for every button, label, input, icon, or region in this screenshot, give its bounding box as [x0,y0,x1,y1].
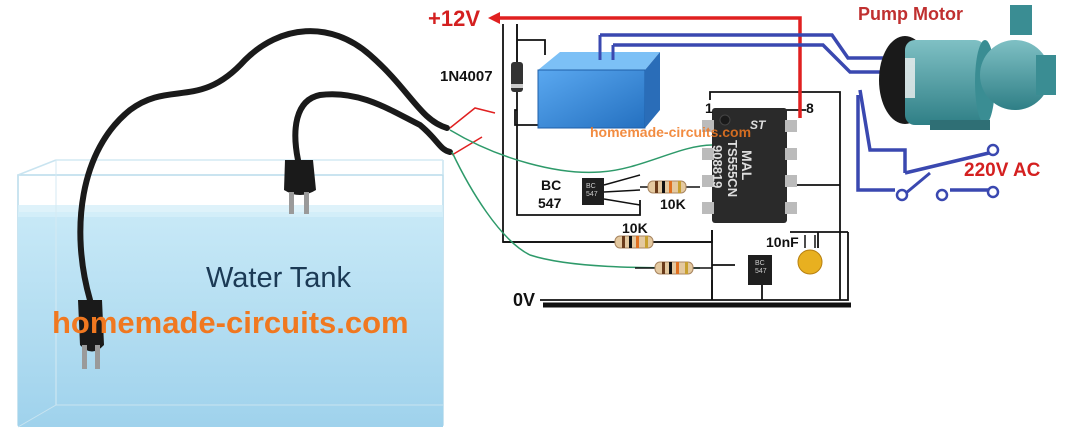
label-diode-1n4007: 1N4007 [440,68,493,85]
ic-marking-line1: MAL [739,150,755,181]
ic-marking-line2: TS555CN [725,140,740,198]
transistor-bc547-right [748,255,772,285]
label-plus12v: +12V [428,6,480,31]
label-220v-ac: 220V AC [964,160,1041,181]
label-ground-0v: 0V [513,290,536,310]
diode-1n4007 [511,24,523,92]
label-resistor-10k-upper: 10K [660,196,686,212]
watermark-small: homemade-circuits.com [590,124,752,140]
label-water-tank: Water Tank [206,262,352,294]
label-pin-8: 8 [806,100,814,116]
label-pin-1: 1 [705,100,713,116]
relay [537,35,660,129]
transistor-bc547-left [582,174,641,206]
label-capacitor-10nf: 10nF [766,234,799,250]
transistor-right-marking: BC 547 [755,260,767,275]
plug-probe-top [284,160,316,214]
capacitor-10nf [797,235,823,275]
label-transistor-bc: BC [541,177,562,193]
long-cable [77,28,450,303]
plug-probe-bottom [78,300,104,369]
label-resistor-10k-lower: 10K [622,220,648,236]
watermark-large: homemade-circuits.com [52,305,409,340]
ic-555 [702,108,797,223]
ic-brand-marking: ST [750,118,766,132]
short-cable [292,91,453,163]
red-arrow [488,12,500,24]
resistor-10k-lower [600,235,690,249]
pump-motor [879,5,1056,130]
red-wires [449,16,802,156]
label-pump-motor: Pump Motor [858,4,963,24]
transistor-left-marking: BC 547 [586,183,598,198]
ic-marking-line3: 908819 [710,145,725,189]
resistor-10k-upper [640,180,700,194]
sensor-cables [77,28,453,303]
label-transistor-547: 547 [538,195,562,211]
ac-switch [895,143,1000,202]
resistor-probe [635,261,712,275]
